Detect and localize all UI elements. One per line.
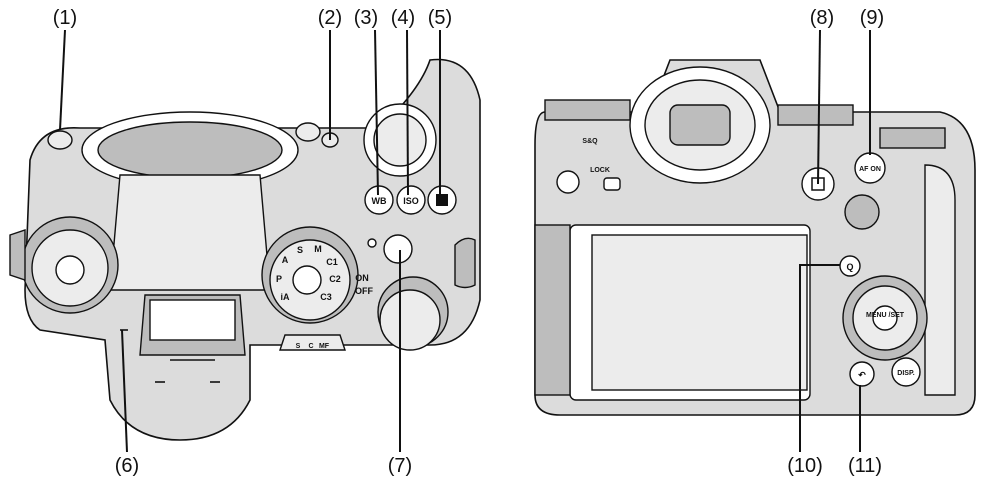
label-text: S — [296, 343, 301, 350]
label-text: S — [297, 245, 303, 255]
callout-4: (4) — [391, 7, 415, 29]
label-text: M — [314, 244, 322, 254]
label-text: WB — [372, 196, 387, 206]
svg-text:↶: ↶ — [857, 370, 866, 380]
label-text: iA — [281, 292, 291, 302]
label-text: MF — [319, 343, 330, 350]
label-text: MENU /SET — [866, 312, 905, 319]
callout-7: (7) — [388, 455, 412, 477]
label-text: C — [308, 343, 313, 350]
callout-2: (2) — [318, 7, 342, 29]
callout-6: (6) — [115, 455, 139, 477]
button-1[interactable] — [47, 130, 73, 150]
wb-button[interactable] — [364, 185, 394, 215]
callout-11: (11) — [848, 455, 882, 477]
callout-9: (9) — [860, 7, 884, 29]
label-text: P — [276, 274, 282, 284]
grip — [924, 164, 956, 396]
callout-labels: (1) (2) (3) (4) (5) (6) (7) (8) (9) (10)… — [53, 7, 884, 477]
label-text: A — [282, 255, 289, 265]
disp-button[interactable] — [891, 357, 921, 387]
callout-5: (5) — [428, 7, 452, 29]
playback-button[interactable] — [603, 177, 621, 191]
label-text: C1 — [326, 257, 338, 267]
power-on-label: ON — [355, 273, 369, 283]
camera-top-view: WB ISO P A S M C1 C2 C3 iA ON OFF S C MF — [9, 58, 481, 441]
leader-lines — [59, 29, 871, 453]
label-text: AF ON — [859, 166, 881, 173]
iso-button[interactable] — [396, 185, 426, 215]
callout-10: (10) — [787, 455, 823, 477]
cancel-button[interactable] — [849, 361, 875, 387]
joystick[interactable] — [844, 194, 880, 230]
callout-8: (8) — [810, 7, 834, 29]
disp-label: DISP. — [897, 370, 914, 377]
camera-rear-view: LOCK S&Q AF ON Q MENU /SET ↶ DISP. — [534, 59, 976, 416]
front-dial[interactable] — [379, 289, 441, 351]
label-text: S&Q — [582, 138, 598, 145]
label-text: C3 — [320, 292, 332, 302]
label-text: ISO — [403, 196, 419, 206]
power-off-label: OFF — [355, 286, 373, 296]
label-text: C2 — [329, 274, 341, 284]
callout-1: (1) — [53, 7, 77, 29]
shutter-button[interactable] — [383, 234, 413, 264]
svg-text:Q: Q — [846, 262, 853, 272]
lock-label: LOCK — [590, 167, 610, 174]
lock-lever[interactable] — [556, 170, 580, 194]
callout-3: (3) — [354, 7, 378, 29]
menu-set-button[interactable] — [872, 305, 898, 331]
